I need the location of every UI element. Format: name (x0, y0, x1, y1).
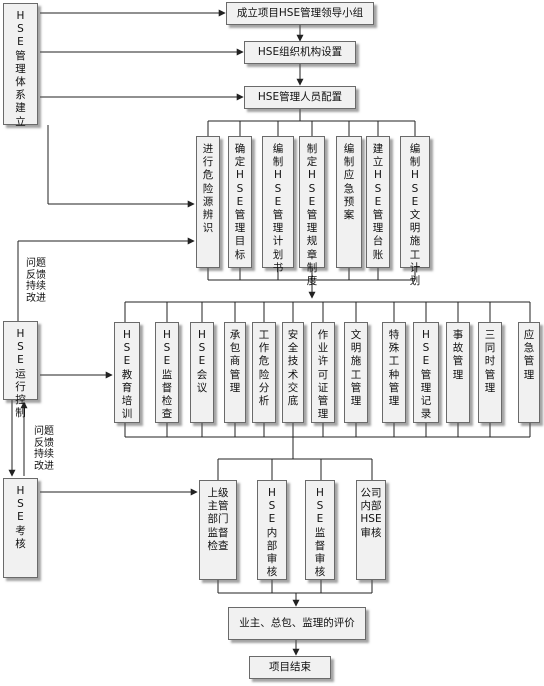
plan-item: 进行危险源辨识 (196, 136, 220, 268)
operation-item: 应急管理 (518, 322, 540, 423)
operation-item-label: 工作危险分析 (258, 329, 270, 408)
operation-item: 特殊工种管理 (382, 322, 406, 423)
audit-item: HSE内部审核 (257, 480, 287, 580)
operation-item-label: 文明施工管理 (350, 329, 362, 408)
plan-item-label: 建立HSE管理台账 (372, 143, 384, 261)
audit-item: HSE监督审核 (305, 480, 335, 580)
operation-item: 作业许可证管理 (311, 322, 335, 423)
plan-item-label: 编制HSE文明施工计划 (409, 143, 421, 288)
operation-item: HSE监督检查 (155, 322, 179, 423)
plan-item-label: 编制应急预案 (343, 143, 355, 222)
step-staffing-label: HSE管理人员配置 (257, 90, 343, 103)
operation-item-label: 应急管理 (523, 329, 535, 381)
hse-system-establish-label: HSE管理体系建立 (15, 10, 26, 128)
evaluation-label: 业主、总包、监理的评价 (239, 616, 355, 629)
step-establish-leading-group-label: 成立项目HSE管理领导小组 (236, 6, 364, 19)
audit-item-label: 公司内部HSE审核 (360, 487, 382, 539)
plan-item-label: 制定HSE管理规章制度 (306, 143, 318, 288)
operation-item: 事故管理 (446, 322, 470, 423)
audit-item: 上级主管部门监督检查 (199, 480, 237, 580)
hse-system-establish-box: HSE管理体系建立 (3, 3, 38, 128)
plan-item: 编制应急预案 (336, 136, 362, 268)
operation-item-label: HSE监督检查 (161, 329, 173, 421)
operation-item: HSE管理记录 (413, 322, 439, 423)
step-establish-leading-group: 成立项目HSE管理领导小组 (226, 2, 374, 25)
operation-item-label: HSE教育培训 (121, 329, 133, 421)
operation-item-label: HSE会议 (196, 329, 208, 394)
operation-item: 工作危险分析 (252, 322, 276, 423)
operation-item: 安全技术交底 (282, 322, 304, 423)
operation-item: 承包商管理 (224, 322, 246, 423)
feedback-label-lower: 问题反馈持续改进 (34, 426, 54, 472)
audit-item: 公司内部HSE审核 (356, 480, 386, 580)
plan-item: 建立HSE管理台账 (366, 136, 390, 268)
operation-item: 三同时管理 (478, 322, 502, 423)
step-staffing: HSE管理人员配置 (244, 86, 356, 109)
operation-item-label: 承包商管理 (229, 329, 241, 394)
project-end-box: 项目结束 (249, 656, 331, 679)
hse-assessment-label: HSE考核 (15, 485, 26, 550)
operation-item: HSE会议 (190, 322, 214, 423)
plan-item: 确定HSE管理目标 (228, 136, 252, 268)
operation-item-label: 作业许可证管理 (317, 329, 329, 421)
operation-item-label: 安全技术交底 (287, 329, 299, 408)
operation-item-label: 三同时管理 (484, 329, 496, 394)
plan-item: 编制HSE文明施工计划 (400, 136, 430, 287)
hse-operation-control-box: HSE运行控制 (3, 321, 38, 419)
operation-item-label: 特殊工种管理 (388, 329, 400, 408)
operation-item: HSE教育培训 (114, 322, 140, 423)
operation-item: 文明施工管理 (344, 322, 368, 423)
audit-item-label: 上级主管部门监督检查 (207, 487, 229, 552)
plan-item: 编制HSE管理计划书 (262, 136, 294, 274)
feedback-label-upper: 问题反馈持续改进 (26, 258, 46, 304)
operation-item-label: HSE管理记录 (420, 329, 432, 421)
step-organization-setup-label: HSE组织机构设置 (257, 45, 343, 58)
evaluation-box: 业主、总包、监理的评价 (228, 607, 366, 640)
hse-assessment-box: HSE考核 (3, 478, 38, 578)
plan-item-label: 确定HSE管理目标 (234, 143, 246, 261)
operation-item-label: 事故管理 (452, 329, 464, 381)
audit-item-label: HSE监督审核 (314, 487, 326, 579)
plan-item: 制定HSE管理规章制度 (299, 136, 325, 287)
plan-item-label: 进行危险源辨识 (202, 143, 214, 235)
step-organization-setup: HSE组织机构设置 (244, 41, 356, 64)
audit-item-label: HSE内部审核 (266, 487, 278, 579)
project-end-label: 项目结束 (269, 660, 311, 673)
hse-operation-control-label: HSE运行控制 (15, 328, 26, 420)
plan-item-label: 编制HSE管理计划书 (272, 143, 284, 274)
